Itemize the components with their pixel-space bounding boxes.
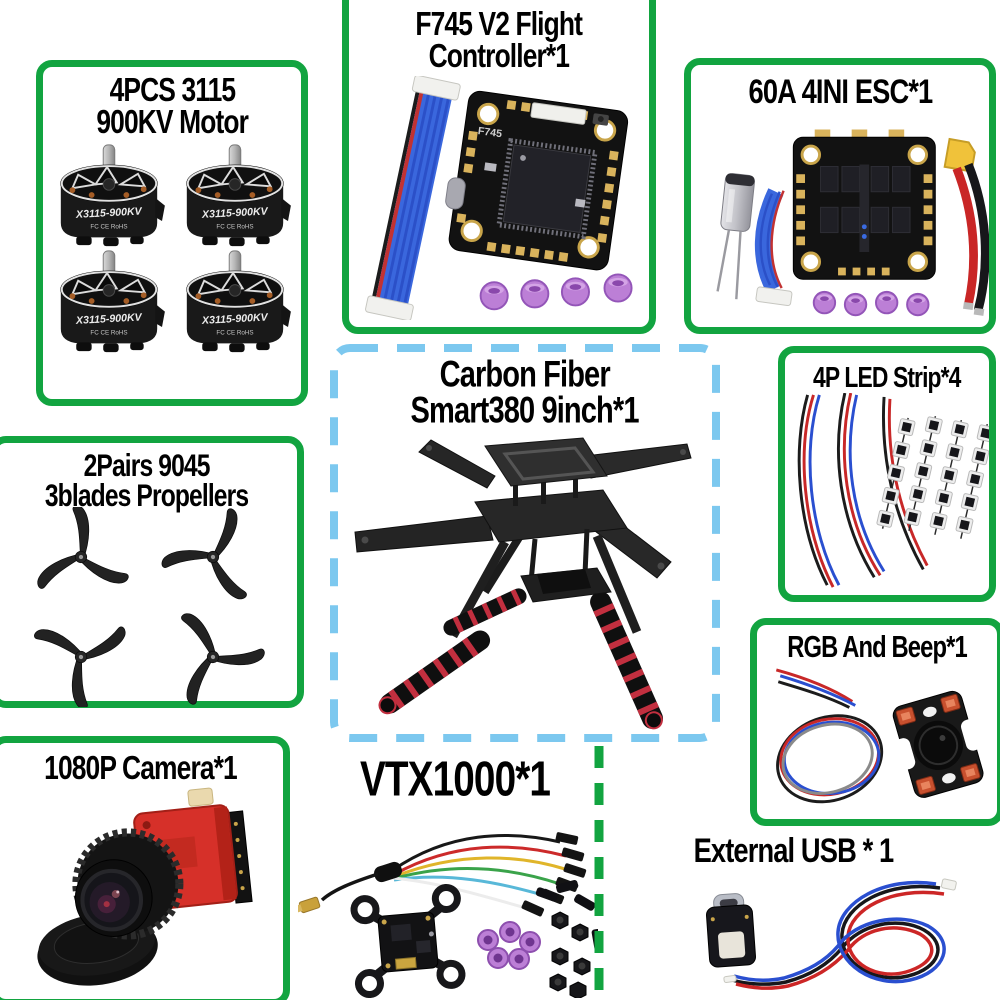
propeller-illustration xyxy=(37,507,129,590)
frame-center-stack xyxy=(474,437,628,603)
motor-label: X3115-900KV xyxy=(75,205,143,221)
jst-connector xyxy=(940,878,957,891)
flight-controller-section-box: F745 V2 Flight Controller*1 xyxy=(342,0,656,334)
camera-illustration xyxy=(37,788,253,987)
motor-label: X3115-900KV xyxy=(201,205,269,221)
jst-connector xyxy=(723,974,737,984)
frame-title: Carbon Fiber Smart380 9inch*1 xyxy=(410,352,640,430)
purple-grommet xyxy=(520,279,550,309)
esc-board xyxy=(792,129,936,281)
fc-title-line1: F745 V2 Flight xyxy=(415,5,584,43)
motor-cert-label: FC CE RoHS xyxy=(216,224,253,231)
esc-section-box: 60A 4INI ESC*1 xyxy=(684,58,996,334)
purple-grommets xyxy=(477,921,541,970)
ribbon-cable xyxy=(365,75,461,320)
usb-adapter-board xyxy=(706,893,756,968)
landing-grip xyxy=(443,588,527,636)
led-wires xyxy=(797,393,929,588)
camera-lens xyxy=(72,828,184,940)
motors-title-line1: 4PCS 3115 xyxy=(109,71,236,109)
propeller-grid xyxy=(0,507,297,708)
landing-grip xyxy=(378,630,491,715)
motor-grid: X3115-900KV FC CE RoHS X3115-900KV FC CE… xyxy=(43,142,301,354)
propeller-illustration xyxy=(181,613,265,706)
propellers-section-box: 2Pairs 9045 3blades Propellers xyxy=(0,436,304,708)
motor-illustration: X3115-900KV FC CE RoHS xyxy=(60,250,165,352)
motor-cert-label: FC CE RoHS xyxy=(90,224,127,231)
landing-grip xyxy=(590,591,664,730)
purple-grommet xyxy=(603,273,633,303)
motor-illustration: X3115-900KV FC CE RoHS xyxy=(186,144,291,246)
camera-title: 1080P Camera*1 xyxy=(43,749,238,787)
drone-frame-illustration xyxy=(354,437,692,730)
camera-section-box: 1080P Camera*1 xyxy=(0,736,290,1000)
xt60-connector xyxy=(943,138,989,317)
motors-section-box: 4PCS 3115 900KV Motor X3115-900KV FC CE … xyxy=(36,60,308,406)
usb-cable-loop xyxy=(731,880,946,990)
esc-illustration xyxy=(716,129,989,317)
capacitor xyxy=(716,173,755,300)
motor-label: X3115-900KV xyxy=(201,311,269,327)
rgb-beep-section-box: RGB And Beep*1 xyxy=(750,618,1000,826)
mounting-hardware xyxy=(535,879,598,998)
flight-controller-illustration: F745 xyxy=(365,75,633,320)
beeper-wire-loop xyxy=(775,668,884,804)
motor-illustration: X3115-900KV FC CE RoHS xyxy=(186,250,291,352)
esc-ribbon-cable xyxy=(754,188,793,307)
purple-grommet xyxy=(479,281,509,311)
esc-title: 60A 4INI ESC*1 xyxy=(748,71,933,112)
wire-heatshrink xyxy=(374,861,402,883)
motors-title-line2: 900KV Motor xyxy=(96,104,249,142)
propellers-title: 2Pairs 9045 3blades Propellers xyxy=(45,448,249,514)
vtx-title: VTX1000*1 xyxy=(359,752,551,807)
purple-grommet xyxy=(812,291,837,315)
external-usb-title: External USB * 1 xyxy=(693,830,894,871)
fc-board: F745 xyxy=(445,90,629,271)
purple-grommet xyxy=(906,293,930,317)
vtx-board xyxy=(350,883,466,998)
motor-illustration: X3115-900KV FC CE RoHS xyxy=(60,144,165,246)
motor-cert-label: FC CE RoHS xyxy=(216,330,253,337)
section-divider-dashed-line xyxy=(594,746,604,1000)
led-strip-illustration xyxy=(797,393,989,588)
purple-grommet xyxy=(875,291,899,315)
propeller-illustration xyxy=(34,626,126,708)
led-strip-title: 4P LED Strip*4 xyxy=(813,360,961,394)
rgb-beeper-board xyxy=(892,691,984,799)
led-strips xyxy=(876,416,989,539)
purple-grommet xyxy=(843,293,868,317)
led-strip-section-box: 4P LED Strip*4 xyxy=(778,346,996,602)
flight-controller-title: F745 V2 Flight Controller*1 xyxy=(349,0,649,76)
propeller-illustration xyxy=(161,508,247,600)
vtx-jumper-wires xyxy=(391,834,569,910)
rgb-beep-title: RGB And Beep*1 xyxy=(787,630,967,664)
vtx-illustration xyxy=(298,832,598,998)
motors-title: 4PCS 3115 900KV Motor xyxy=(43,67,301,142)
rgb-beep-illustration xyxy=(775,668,984,804)
purple-grommet xyxy=(560,277,590,307)
external-usb-illustration xyxy=(706,878,957,990)
motor-label: X3115-900KV xyxy=(75,311,143,327)
buzzer xyxy=(913,720,964,771)
fc-title-line2: Controller*1 xyxy=(428,38,570,76)
fc-board-label: F745 xyxy=(477,125,503,140)
sma-pigtail xyxy=(298,872,379,914)
motor-cert-label: FC CE RoHS xyxy=(90,330,127,337)
